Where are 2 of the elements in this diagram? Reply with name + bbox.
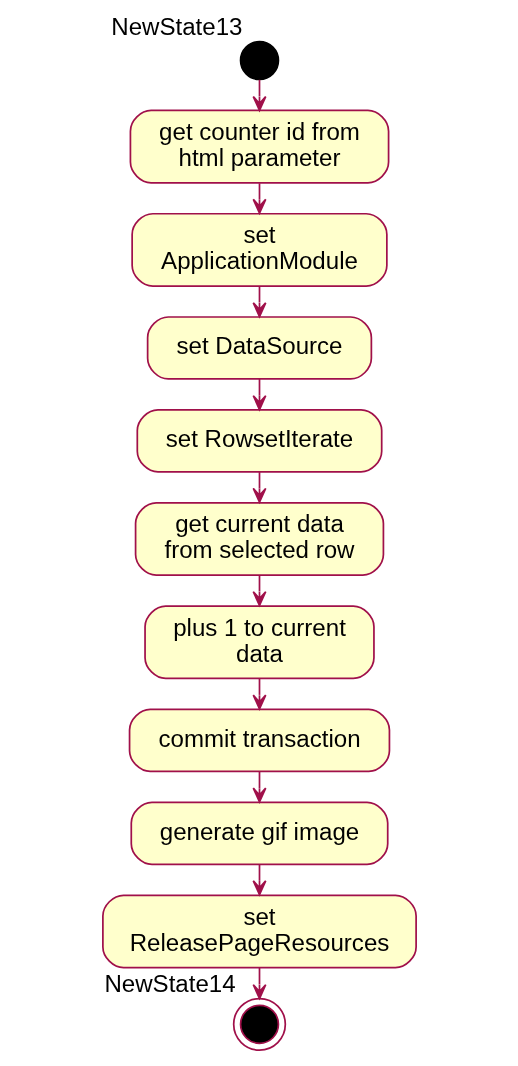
node-label: NewState13	[110, 13, 242, 41]
node-label: NewState14	[103, 970, 236, 997]
